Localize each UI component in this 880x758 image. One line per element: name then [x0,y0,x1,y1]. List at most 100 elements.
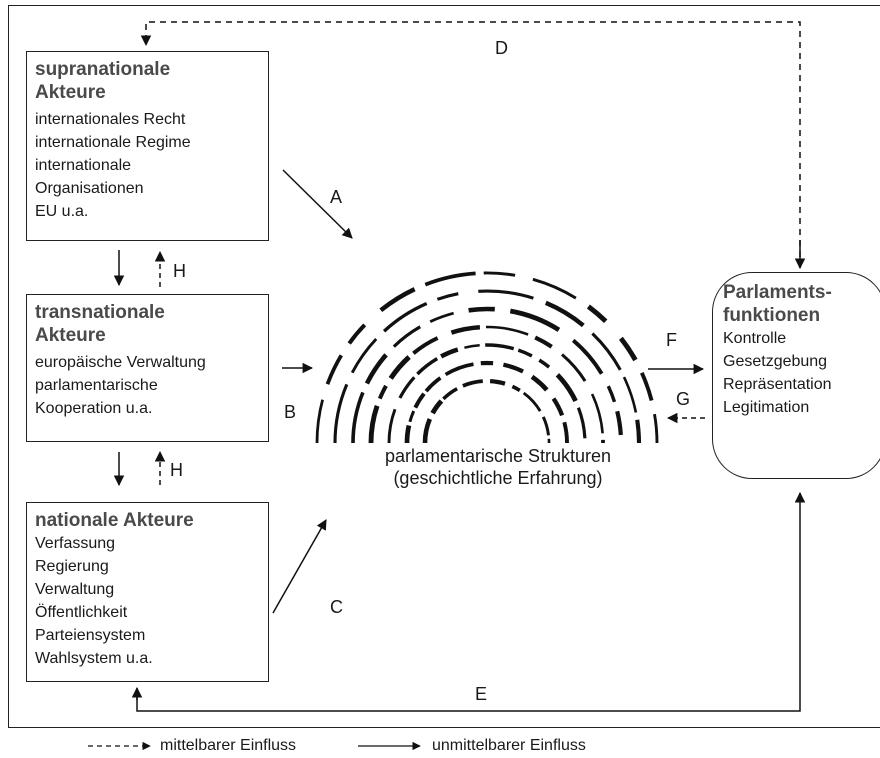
arch-segment [541,416,550,436]
arch-segment [444,362,474,377]
arch-segment [485,343,515,351]
label-h-lower: H [170,460,183,480]
box-parliament-functions: Parlaments- funktionen Kontrolle Gesetzg… [712,272,880,479]
box-item: Legitimation [723,399,810,416]
box-item: Öffentlichkeit [35,604,128,621]
arch-segment [590,393,604,434]
arch-segment [489,378,506,386]
box-item: Kooperation u.a. [35,400,153,417]
box-title: Parlaments- [723,282,832,303]
box-title: nationale Akteure [35,510,194,531]
arch-segment [544,300,585,328]
label-f: F [666,330,677,350]
arch-segment [429,311,454,323]
box-item: Verwaltung [35,581,115,598]
arch-segment [350,338,378,374]
arch-segment [442,387,458,401]
arch-segment [408,410,416,423]
arch-segment [450,324,481,335]
box-transnational-actors: transnationale Akteure europäische Verwa… [26,294,269,442]
legend-solid-label: unmittelbarer Einfluss [432,737,586,754]
arch-segment [618,336,638,362]
parliamentary-structures-arches [315,271,659,444]
box-item: EU u.a. [35,203,89,220]
arch-segment [387,408,397,444]
arrow-c [272,519,327,614]
arch-segment [424,376,442,393]
arch-segment [483,271,516,277]
box-item: Organisationen [35,180,144,197]
label-h-upper: H [173,261,186,281]
arch-segment [560,353,587,382]
box-supranational-actors: supranationale Akteure internationales R… [26,51,269,241]
arch-segment [530,374,549,392]
box-item: Kontrolle [723,330,787,347]
arch-segment [640,371,654,402]
label-c: C [330,597,343,617]
arch-segment [464,344,480,349]
arch-segment [591,332,622,371]
box-title: funktionen [723,305,821,326]
arch-segment [416,357,439,376]
arch-segment [379,287,416,313]
arrow-a [282,169,353,239]
arch-segment [347,323,367,345]
box-item: Repräsentation [723,376,832,393]
arch-segment [351,391,365,444]
arch-segment [586,304,608,324]
arch-segment [485,325,529,336]
arch-segment [382,301,428,333]
arch-segment [615,410,623,436]
arrow-d [140,21,801,268]
arch-segment [392,325,422,348]
box-item: internationale [35,157,132,174]
arch-segment [412,336,439,355]
center-caption: parlamentarische Strukturen (geschichtli… [318,445,678,489]
arch-segment [562,421,569,444]
arch-segment [398,376,416,399]
arch-segment [606,385,617,403]
arch-segment [468,306,495,313]
arch-segment [551,397,565,417]
arch-segment [388,355,411,380]
box-item: Verfassung [35,535,116,552]
diagram-frame [8,5,880,728]
arch-segment [413,392,426,409]
arch-segment [430,399,444,415]
arch-segment [653,413,659,444]
box-item: Regierung [35,558,109,575]
box-item: Parteiensystem [35,627,146,644]
arch-segment [368,405,380,444]
arch-segment [315,399,324,444]
box-item: europäische Verwaltung [35,354,206,371]
center-caption-line1: parlamentarische Strukturen [384,446,612,466]
label-e: E [475,684,488,704]
arch-segment [377,384,388,400]
arch-segment [532,277,577,300]
box-item: Wahlsystem u.a. [35,650,153,667]
arch-segment [424,271,476,287]
box-title: Akteure [35,325,106,346]
arch-segment [325,354,343,385]
label-d: D [495,38,508,58]
arch-segment [436,292,459,301]
arch-segment [462,379,483,388]
label-b: B [284,402,297,422]
arch-segment [422,418,432,444]
label-g: G [676,389,691,409]
arch-segment [522,391,542,412]
arch-segment [511,384,521,392]
arch-segment [635,419,642,444]
arch-segment [333,383,349,444]
arch-segment [502,362,524,374]
arch-segment [440,347,459,359]
arch-segment [571,338,604,375]
arch-segment [534,335,553,349]
arrow-e [136,491,806,712]
box-title: transnationale [35,302,165,323]
box-item: internationales Recht [35,111,186,128]
arch-segment [538,358,551,369]
box-title: supranationale [35,59,171,80]
arch-segment [364,353,388,385]
